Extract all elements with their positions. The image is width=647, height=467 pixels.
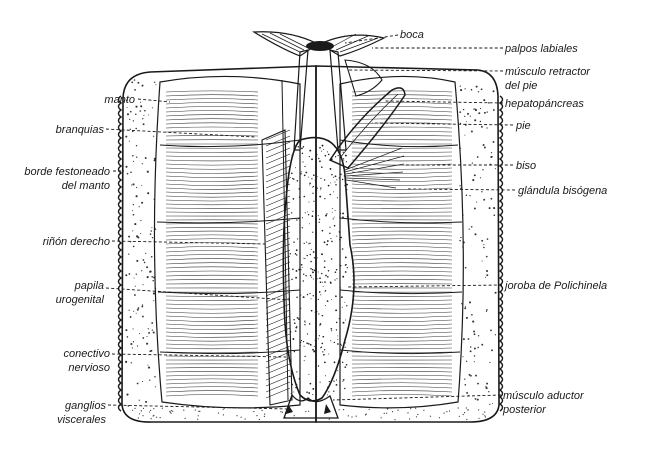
foot [330,88,405,168]
label-ganglios-line2: viscerales [57,414,106,426]
mouth [306,41,334,51]
label-hepatopancreas: hepatopáncreas [505,98,584,110]
label-branquias: branquias [56,124,105,136]
visceral-mass [283,138,354,401]
label-borde-festoneado-line2: del manto [62,180,110,192]
festooned-mantle-edge-left [119,96,122,411]
label-palpos-labiales: palpos labiales [504,43,578,55]
gills-right [340,76,463,407]
label-ganglios-line1: ganglios [65,400,106,412]
label-retractor-line2: del pie [505,80,537,92]
label-papila-line1: papila [74,280,104,292]
label-aductor-line1: músculo aductor [503,390,585,402]
label-pie: pie [515,120,531,132]
label-boca: boca [400,29,424,41]
foot-retractor-muscles [294,50,382,150]
label-conectivo-line1: conectivo [64,348,110,360]
label-manto: manto [104,94,135,106]
label-aductor-line2: posterior [502,404,547,416]
label-papila-line2: urogenital [56,294,105,306]
gill-lamellae-right [352,91,452,396]
label-rinon-derecho: riñón derecho [43,236,110,248]
label-glandula-bisogena: glándula bisógena [518,185,607,197]
label-biso: biso [516,160,536,172]
label-joroba-polichinela: joroba de Polichinela [503,280,607,292]
label-borde-festoneado-line1: borde festoneado [24,166,110,178]
mantle-stippling [125,79,497,420]
label-conectivo-line2: nervioso [68,362,110,374]
label-retractor-line1: músculo retractor [505,66,591,78]
mantle-left-half [119,66,317,422]
festooned-mantle-edge-right [500,96,503,411]
